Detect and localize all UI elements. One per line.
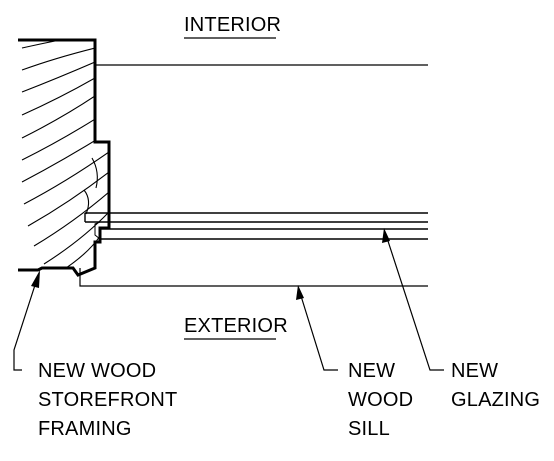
glazing-leader (382, 228, 444, 371)
glazing-label-line1: NEW (451, 360, 498, 382)
sill-leader (296, 285, 338, 371)
sill-line (79, 268, 428, 287)
glazing-label-line2: GLAZING (451, 389, 540, 411)
exterior-heading: EXTERIOR (184, 315, 288, 337)
interior-heading: INTERIOR (184, 14, 281, 36)
glazing (84, 212, 428, 240)
sill-label-line2: WOOD (348, 389, 413, 411)
framing-leader (13, 270, 40, 371)
framing-label-line2: STOREFRONT (38, 389, 177, 411)
framing-outline (18, 38, 111, 277)
sill-label-line3: SILL (348, 418, 390, 440)
framing-label-line3: FRAMING (38, 418, 132, 440)
sill-label-line1: NEW (348, 360, 395, 382)
framing-label-line1: NEW WOOD (38, 360, 156, 382)
